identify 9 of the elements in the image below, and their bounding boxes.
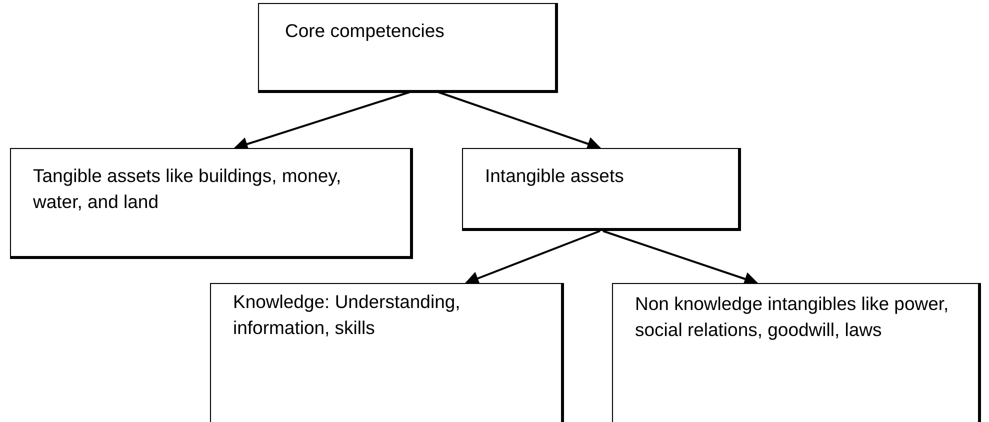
arrow: [234, 91, 410, 151]
text-box: Knowledge: Understanding, information, skills: [210, 283, 564, 422]
arrow: [602, 230, 758, 286]
text-box: Core competencies: [258, 3, 558, 93]
arrow: [464, 230, 600, 285]
text-box: Intangible assets: [462, 148, 741, 231]
text-box: Non knowledge intangibles like power, social relations, goodwill, laws: [612, 283, 981, 422]
text-box: Tangible assets like buildings, money, water, and land: [10, 148, 413, 259]
arrow: [438, 91, 602, 150]
